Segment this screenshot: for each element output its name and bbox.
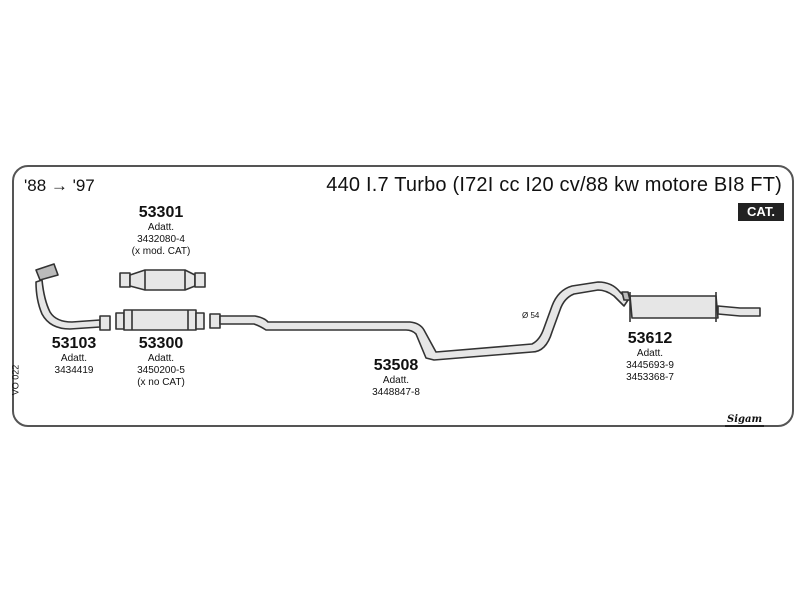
intermediate-pipe-53300 — [115, 309, 205, 331]
part-number: 3445693-9 — [626, 360, 674, 371]
part-code: 53103 — [51, 335, 97, 352]
part-53301-label: 53301 Adatt. 3432080-4 (x mod. CAT) — [120, 204, 202, 258]
part-note: Adatt. — [60, 353, 88, 364]
part-note: Adatt. — [147, 353, 175, 364]
part-53300-label: 53300 Adatt. 3450200-5 (x no CAT) — [120, 335, 202, 389]
rear-silencer-53612 — [621, 291, 761, 322]
part-note: Adatt. — [147, 222, 175, 233]
part-number: 3434419 — [54, 365, 94, 376]
part-number: 3450200-5 — [137, 365, 185, 376]
vehicle-title: 440 I.7 Turbo (I72I cc I20 cv/88 kw moto… — [326, 174, 782, 196]
front-pipe-53103 — [35, 263, 111, 331]
part-note: (x no CAT) — [137, 377, 185, 388]
part-number: 3432080-4 — [137, 234, 185, 245]
part-code: 53508 — [373, 357, 419, 374]
sigam-logo: Sigam — [725, 414, 765, 427]
part-53103-label: 53103 Adatt. 3434419 — [36, 335, 112, 377]
diagram-frame — [12, 165, 794, 427]
part-code: 53301 — [138, 204, 184, 221]
pipe-diameter-label: Ø 54 — [522, 311, 540, 320]
part-code: 53300 — [138, 335, 184, 352]
part-note: (x mod. CAT) — [131, 246, 191, 257]
part-number: 3453368-7 — [626, 372, 674, 383]
year-range: '88 → '97 — [24, 176, 95, 195]
part-note: Adatt. — [382, 375, 410, 386]
catalytic-converter-53301 — [119, 269, 206, 291]
middle-pipe-53508 — [209, 281, 629, 361]
part-code: 53612 — [627, 330, 673, 347]
part-53508-label: 53508 Adatt. 3448847-8 — [356, 357, 436, 399]
part-note: Adatt. — [636, 348, 664, 359]
part-53612-label: 53612 Adatt. 3445693-9 3453368-7 — [610, 330, 690, 384]
cat-badge: CAT. — [738, 203, 784, 221]
part-number: 3448847-8 — [372, 387, 420, 398]
